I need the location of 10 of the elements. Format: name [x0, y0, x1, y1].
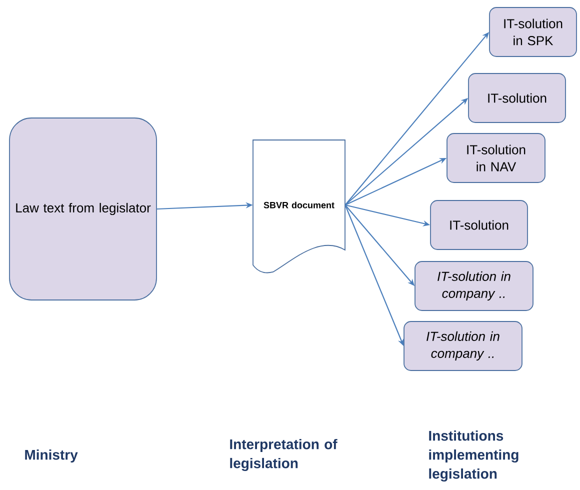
column-heading: Ministry: [25, 449, 78, 463]
process-box: Law text from legislator: [9, 118, 157, 300]
column-heading: Institutions implementing legislation: [429, 430, 518, 482]
process-box: IT-solution in company ..: [404, 321, 522, 371]
process-box: IT-solution in SPK: [489, 7, 577, 57]
process-box: IT-solution: [430, 200, 528, 250]
column-heading: Interpretation of legislation: [230, 438, 338, 472]
process-box: IT-solution: [468, 73, 566, 123]
process-box: IT-solution in company ..: [414, 261, 534, 311]
process-box: IT-solution in NAV: [446, 133, 546, 183]
